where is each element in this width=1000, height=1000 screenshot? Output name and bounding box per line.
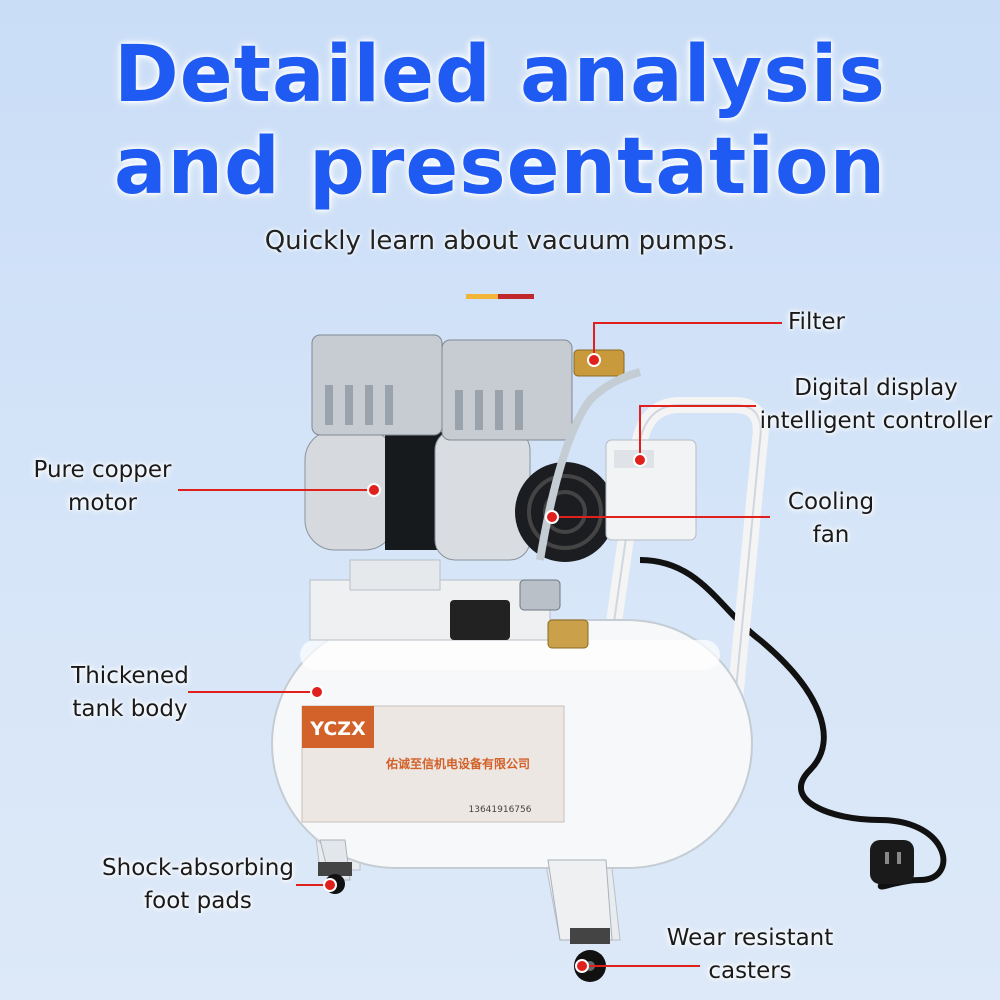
- marker-display: [633, 453, 647, 467]
- phone-text: 13641916756: [469, 805, 532, 815]
- caster-right: [570, 928, 610, 982]
- callout-casters-line-1: Wear resistant: [666, 925, 834, 951]
- callout-motor-line-2: motor: [67, 490, 138, 516]
- callout-display-line-2: intelligent controller: [759, 408, 993, 434]
- callout-fan: Cooling fan: [770, 486, 892, 552]
- marker-tank: [310, 685, 324, 699]
- motor-housing-right: [434, 429, 531, 561]
- callout-line-display: [639, 405, 756, 460]
- callout-casters: Wear resistant casters: [655, 922, 845, 988]
- callout-lines: [178, 322, 782, 967]
- marker-filter: [587, 353, 601, 367]
- company-text: 佑诚至信机电设备有限公司: [385, 756, 530, 771]
- callout-fan-line-2: fan: [812, 522, 850, 548]
- headline-line-1: Detailed analysis: [114, 30, 886, 120]
- callout-tank: Thickened tank body: [60, 660, 200, 726]
- callout-tank-line-1: Thickened: [71, 663, 189, 689]
- callout-foot: Shock-absorbing foot pads: [100, 852, 296, 918]
- callout-markers: [310, 353, 647, 973]
- callout-fan-line-1: Cooling: [787, 489, 875, 515]
- marker-fan: [545, 510, 559, 524]
- subtitle: Quickly learn about vacuum pumps.: [264, 226, 736, 256]
- brand-badge: [302, 706, 374, 748]
- valve-fitting: [519, 579, 561, 611]
- cylinder-head-right: [441, 339, 573, 441]
- headline-line-2: and presentation: [113, 122, 887, 212]
- callout-filter-line-1: Filter: [788, 309, 845, 335]
- callout-filter: Filter: [788, 306, 845, 339]
- air-hose: [536, 368, 642, 561]
- accent-bar-red: [498, 294, 534, 299]
- marker-foot: [323, 878, 337, 892]
- callout-foot-line-1: Shock-absorbing: [102, 855, 294, 881]
- callout-motor-line-1: Pure copper: [33, 457, 172, 483]
- callout-line-filter: [593, 322, 782, 360]
- callout-display: Digital display intelligent controller: [758, 372, 994, 438]
- front-leg-right: [547, 859, 613, 941]
- callout-motor: Pure copper motor: [30, 454, 175, 520]
- callout-foot-line-2: foot pads: [144, 888, 252, 914]
- brand-text: YCZX: [309, 718, 366, 740]
- callout-tank-line-2: tank body: [72, 696, 188, 722]
- marker-casters: [575, 959, 589, 973]
- accent-bar-yellow: [466, 294, 498, 299]
- brass-outlet: [547, 619, 589, 649]
- solenoid-valve: [450, 600, 510, 640]
- callout-display-line-1: Digital display: [794, 375, 958, 401]
- marker-motor: [367, 483, 381, 497]
- callout-casters-line-2: casters: [708, 958, 792, 984]
- plug-icon: [870, 840, 914, 884]
